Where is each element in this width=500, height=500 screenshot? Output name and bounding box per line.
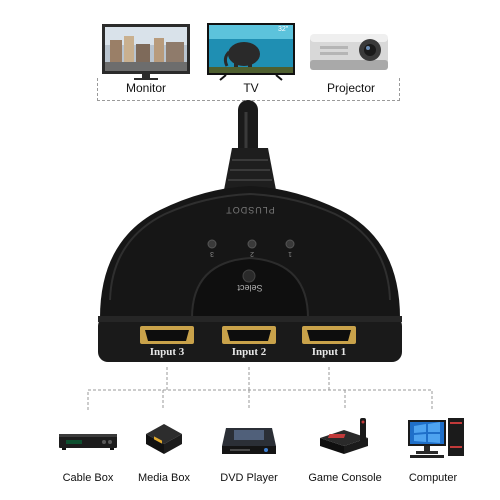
game-console-image — [320, 418, 368, 454]
brand-text: PLUSDOT — [225, 205, 275, 215]
monitor-image — [102, 24, 190, 80]
led-3 — [207, 239, 217, 249]
source-label-media-box: Media Box — [138, 472, 190, 484]
led-1 — [285, 239, 295, 249]
input-sources-panel: Cable Box Media Box DVD Player Game Cons… — [0, 410, 500, 500]
led-2 — [247, 239, 257, 249]
tv-size-text: 32" — [278, 26, 289, 33]
led-label-2: 2 — [250, 250, 254, 257]
led-label-3: 3 — [210, 250, 214, 257]
select-label: Select — [237, 283, 263, 293]
dvd-player-image — [222, 428, 276, 454]
output-devices-panel: 32" Monitor TV Projector — [0, 0, 500, 110]
tv-image — [207, 23, 295, 81]
projector-image — [310, 34, 388, 70]
source-label-dvd-player: DVD Player — [220, 472, 278, 484]
monitor-label: Monitor — [125, 81, 166, 95]
led-label-1: 1 — [288, 250, 292, 257]
source-label-cable-box: Cable Box — [62, 472, 114, 484]
cable-box-image — [59, 434, 117, 450]
projector-label: Projector — [326, 81, 376, 95]
outputs-bracket — [97, 78, 400, 101]
source-label-game-console: Game Console — [308, 472, 382, 484]
hdmi-switch-device — [98, 100, 402, 362]
computer-image — [408, 418, 464, 458]
port-label-2: Input 2 — [231, 346, 267, 358]
select-button — [242, 269, 256, 283]
port-label-3: Input 3 — [149, 346, 185, 358]
media-box-image — [146, 424, 182, 454]
source-label-computer: Computer — [408, 472, 458, 484]
hdmi-port-3 — [140, 326, 194, 344]
tv-label: TV — [243, 81, 259, 95]
hdmi-port-1 — [302, 326, 356, 344]
port-label-1: Input 1 — [311, 346, 347, 358]
input-connector-lines — [87, 367, 433, 410]
hdmi-port-2 — [222, 326, 276, 344]
